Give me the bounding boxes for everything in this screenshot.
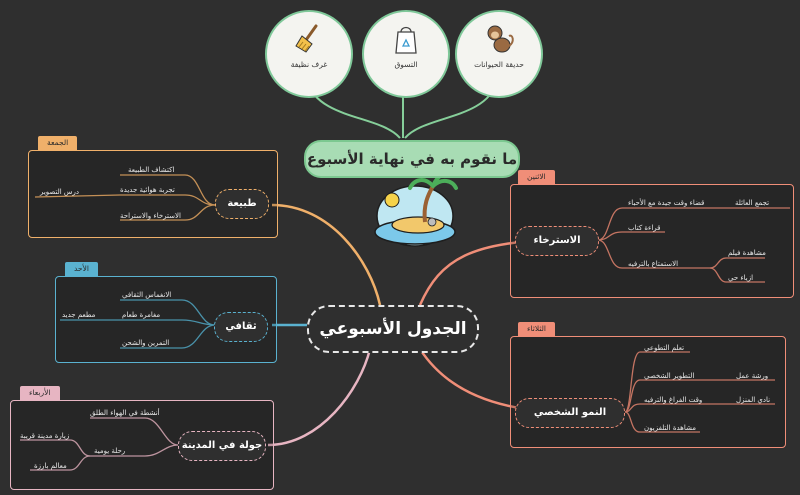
leaf-time-with-loved-ones: قضاء وقت جيدة مع الأحباء bbox=[628, 199, 705, 207]
leaf-watch-movie: مشاهدة فيلم bbox=[728, 249, 766, 257]
leaf-read-book: قراءة كتاب bbox=[628, 224, 661, 232]
leaf-personal-development: التطوير الشخصي bbox=[644, 372, 695, 380]
monkey-icon bbox=[487, 25, 514, 53]
recycle-bag-icon bbox=[395, 26, 417, 54]
leaf-food-adventure: مغامرة طعام bbox=[122, 311, 161, 319]
tag-sunday: الأحد bbox=[65, 262, 98, 276]
leaf-home-club: نادي المنزل bbox=[736, 396, 771, 404]
leaf-new-air-experience: تجربة هوائية جديدة bbox=[120, 186, 175, 194]
weekend-title: ما نقوم به في نهاية الأسبوع bbox=[304, 140, 520, 178]
top-item-label: التسوق bbox=[394, 60, 418, 69]
leaf-landmarks: معالم بارزة bbox=[34, 462, 67, 470]
leaf-new-restaurant: مطعم جديد bbox=[62, 311, 96, 319]
leaf-exercise: التمرين والشحن bbox=[122, 339, 170, 347]
panel-monday bbox=[510, 184, 794, 298]
leaf-volunteer-learning: تعلم التطوعي bbox=[644, 344, 685, 352]
leaf-cultural-immersion: الانغماس الثقافي bbox=[122, 291, 172, 299]
tag-tuesday: الثلاثاء bbox=[518, 322, 556, 336]
leaf-workshop: ورشة عمل bbox=[736, 372, 769, 380]
leaf-day-trip: رحلة يومية bbox=[94, 447, 126, 455]
node-nature: طبيعة bbox=[215, 189, 269, 219]
node-relax: الاسترخاء bbox=[515, 226, 599, 256]
leaf-live-show: ازياء حي bbox=[728, 274, 754, 282]
central-topic: الجدول الأسبوعي bbox=[307, 305, 479, 353]
leaf-discover-nature: اكتشاف الطبيعة bbox=[128, 166, 175, 174]
top-item-zoo: حديقة الحيوانات bbox=[455, 10, 543, 98]
panel-tuesday bbox=[510, 336, 786, 448]
top-item-label: غرف نظيفة bbox=[290, 60, 328, 69]
leaf-photo-lesson: درس التصوير bbox=[40, 188, 79, 196]
leaf-relax-rest: الاسترخاء والاستراحة bbox=[120, 212, 181, 220]
tag-monday: الاثنين bbox=[518, 170, 555, 184]
leaf-nearby-city: زيارة مدينة قريبة bbox=[20, 432, 70, 440]
leaf-leisure-time: وقت الفراغ والترفيه bbox=[644, 396, 703, 404]
leaf-outdoor-activities: أنشطة في الهواء الطلق bbox=[90, 409, 160, 417]
top-item-label: حديقة الحيوانات bbox=[474, 60, 524, 69]
broom-icon bbox=[295, 24, 318, 53]
leaf-family-gathering: تجمع العائلة bbox=[735, 199, 770, 207]
leaf-enjoy-entertainment: الاستمتاع بالترفيه bbox=[628, 260, 679, 268]
node-cultural: ثقافي bbox=[214, 312, 268, 342]
node-personal-growth: النمو الشخصي bbox=[515, 398, 625, 428]
tag-wednesday: الأربعاء bbox=[20, 386, 60, 400]
node-city-tour: جولة في المدينة bbox=[178, 431, 266, 461]
island-illustration bbox=[374, 169, 458, 247]
top-item-shopping: التسوق bbox=[362, 10, 450, 98]
leaf-watch-tv: مشاهدة التلفزيون bbox=[644, 424, 697, 432]
top-item-clean-rooms: غرف نظيفة bbox=[265, 10, 353, 98]
tag-friday: الجمعة bbox=[38, 136, 78, 150]
